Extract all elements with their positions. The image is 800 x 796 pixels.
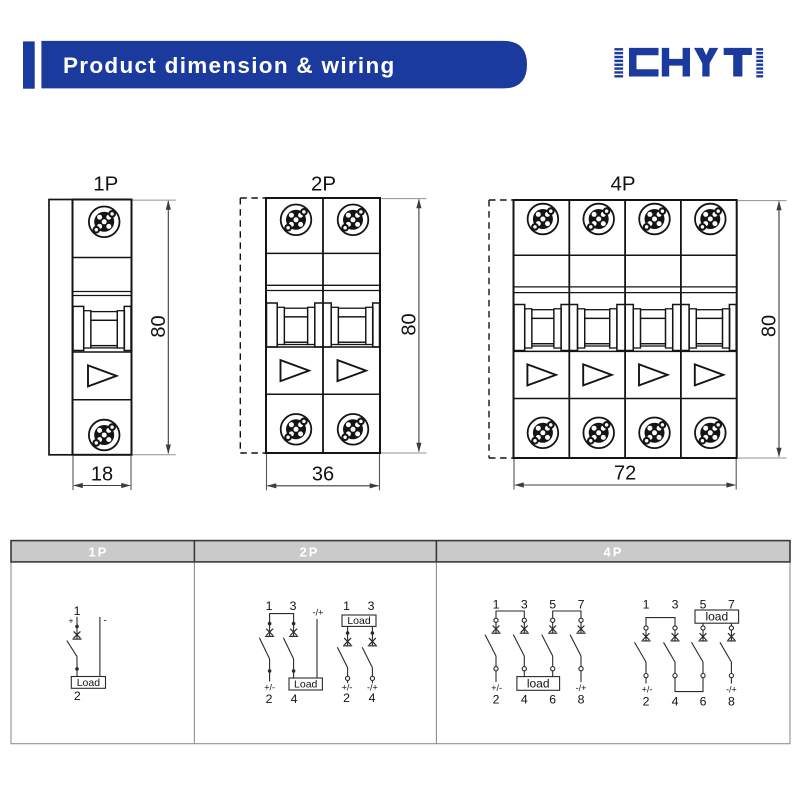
svg-text:80: 80 bbox=[398, 313, 420, 335]
svg-text:-/+: -/+ bbox=[576, 683, 587, 693]
svg-text:4P: 4P bbox=[610, 172, 635, 195]
svg-text:5: 5 bbox=[700, 598, 707, 612]
svg-text:80: 80 bbox=[148, 315, 170, 337]
svg-text:1P: 1P bbox=[93, 172, 118, 195]
svg-text:+/-: +/- bbox=[642, 685, 653, 695]
svg-text:72: 72 bbox=[614, 463, 636, 485]
svg-text:2: 2 bbox=[266, 692, 273, 706]
svg-text:2: 2 bbox=[74, 689, 81, 703]
svg-text:2P: 2P bbox=[311, 172, 336, 195]
svg-text:2: 2 bbox=[643, 695, 650, 709]
svg-text:Product dimension & wiring: Product dimension & wiring bbox=[63, 53, 396, 78]
svg-text:6: 6 bbox=[549, 693, 556, 707]
svg-text:3: 3 bbox=[368, 599, 375, 613]
svg-text:7: 7 bbox=[578, 598, 585, 612]
svg-text:4: 4 bbox=[369, 691, 376, 705]
svg-text:3: 3 bbox=[290, 599, 297, 613]
svg-text:+/-: +/- bbox=[264, 683, 275, 693]
svg-text:3: 3 bbox=[672, 598, 679, 612]
svg-text:80: 80 bbox=[759, 315, 781, 337]
svg-text:7: 7 bbox=[728, 598, 735, 612]
svg-text:load: load bbox=[527, 676, 550, 690]
svg-text:-/+: -/+ bbox=[313, 607, 324, 617]
svg-text:Load: Load bbox=[347, 615, 371, 627]
svg-text:1P: 1P bbox=[88, 544, 108, 559]
svg-text:+/-: +/- bbox=[342, 683, 353, 693]
svg-text:2: 2 bbox=[493, 693, 500, 707]
svg-text:Load: Load bbox=[77, 677, 101, 689]
svg-text:4: 4 bbox=[672, 695, 679, 709]
svg-text:1: 1 bbox=[266, 599, 273, 613]
svg-text:5: 5 bbox=[549, 598, 556, 612]
svg-text:8: 8 bbox=[728, 695, 735, 709]
svg-text:-/+: -/+ bbox=[367, 683, 378, 693]
svg-text:4: 4 bbox=[291, 692, 298, 706]
svg-text:1: 1 bbox=[74, 604, 81, 618]
svg-text:4P: 4P bbox=[604, 544, 624, 559]
svg-text:Load: Load bbox=[294, 679, 318, 691]
svg-text:-/+: -/+ bbox=[726, 685, 737, 695]
svg-text:1: 1 bbox=[643, 598, 650, 612]
svg-text:3: 3 bbox=[521, 598, 528, 612]
svg-text:8: 8 bbox=[578, 693, 585, 707]
svg-text:18: 18 bbox=[91, 464, 113, 486]
svg-text:+/-: +/- bbox=[491, 683, 502, 693]
svg-text:+: + bbox=[69, 616, 74, 626]
svg-text:2: 2 bbox=[343, 691, 350, 705]
svg-text:4: 4 bbox=[521, 693, 528, 707]
svg-text:1: 1 bbox=[493, 598, 500, 612]
svg-text:2P: 2P bbox=[300, 544, 320, 559]
svg-text:-: - bbox=[103, 616, 106, 627]
svg-text:1: 1 bbox=[343, 599, 350, 613]
svg-text:36: 36 bbox=[312, 463, 334, 485]
svg-text:6: 6 bbox=[700, 695, 707, 709]
svg-text:load: load bbox=[705, 610, 728, 624]
